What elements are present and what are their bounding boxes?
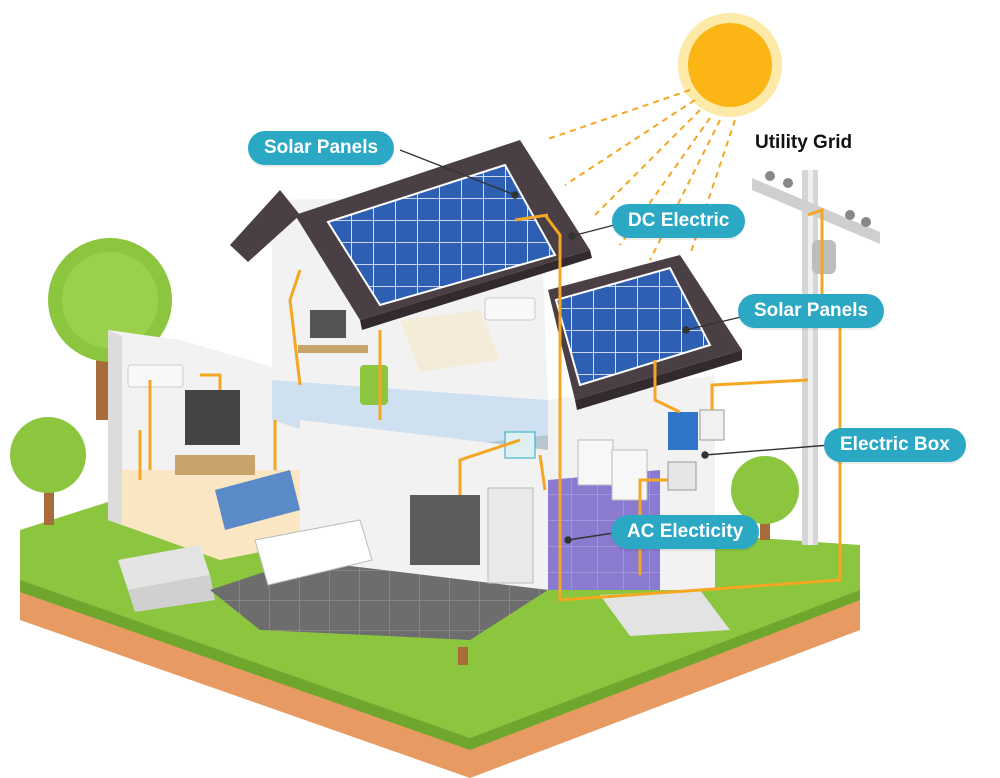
solar-panel-icon: [554, 266, 712, 387]
living-room: [108, 330, 420, 560]
callout-electric-box: Electric Box: [824, 428, 966, 462]
callout-solar-panels-main: Solar Panels: [248, 131, 395, 165]
solar-panel-icon: [326, 163, 557, 307]
callout-ac-electricity: AC Electicity: [611, 515, 760, 549]
bed-icon: [400, 310, 500, 372]
meter-icon: [699, 409, 725, 441]
stove-icon: [410, 495, 480, 565]
sun-rays: [544, 89, 736, 261]
inverter-icon: [504, 431, 536, 459]
kitchen: [210, 420, 548, 640]
sofa-icon: [215, 470, 300, 530]
monitor-icon: [310, 310, 346, 338]
callout-solar-panels-secondary: Solar Panels: [738, 294, 885, 328]
entry-steps: [118, 545, 215, 612]
tree-icon: [731, 456, 799, 540]
tree-icon: [10, 417, 86, 525]
dryer-icon: [611, 449, 648, 501]
tv-icon: [185, 390, 240, 445]
inverter-icon: [668, 412, 698, 450]
utility-grid-label: Utility Grid: [755, 132, 853, 153]
leader-lines: [399, 149, 831, 544]
fridge-icon: [487, 487, 534, 584]
callout-dc-electric: DC Electric: [612, 204, 746, 238]
sun-icon: [678, 13, 782, 117]
tree-icon: [48, 238, 172, 420]
washer-icon: [577, 439, 614, 486]
right-wing: [548, 375, 725, 590]
chair-icon: [360, 365, 388, 405]
